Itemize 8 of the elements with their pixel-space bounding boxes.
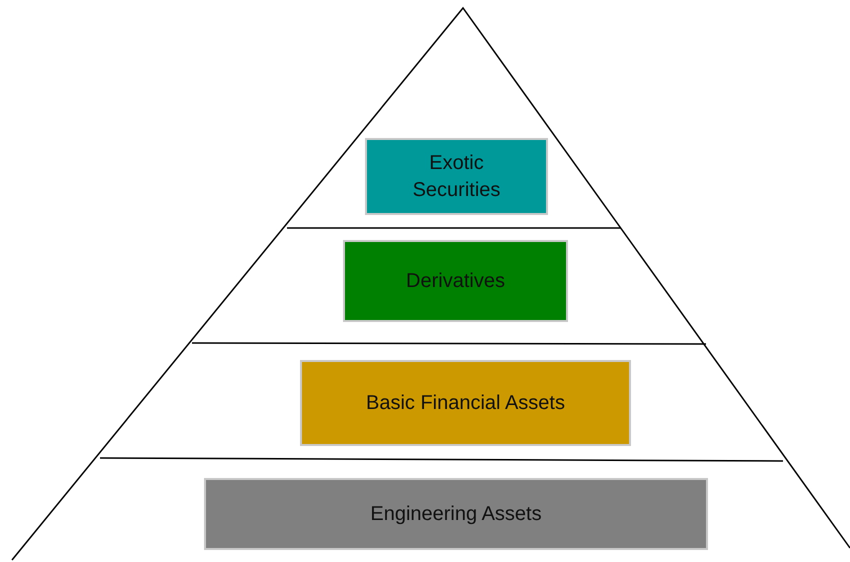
tier-box: [204, 478, 708, 550]
tier-label: Exotic Securities: [412, 150, 502, 202]
tier-label: Basic Financial Assets: [366, 390, 565, 416]
tier-label: Engineering Assets: [370, 502, 542, 526]
tier-box: [300, 360, 631, 446]
tier-label: Derivatives: [406, 268, 505, 294]
tier-box: [365, 138, 548, 215]
tier-box: [343, 240, 568, 322]
